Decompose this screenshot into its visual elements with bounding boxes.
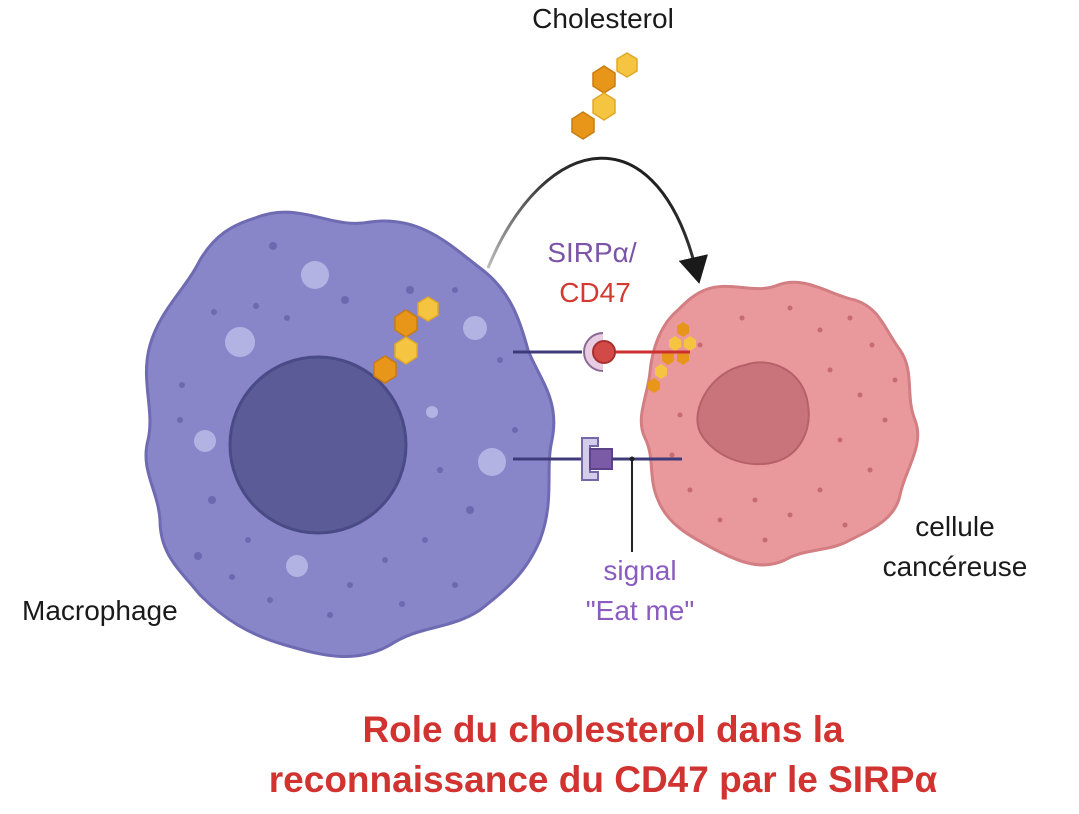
cd47-ligand <box>592 340 616 364</box>
macrophage-label: Macrophage <box>22 595 178 626</box>
cancer-cell-label-line2: cancéreuse <box>883 551 1028 582</box>
cancer-granules <box>669 305 898 543</box>
cancer-cell <box>639 280 920 567</box>
cholesterol-cluster-cancer <box>648 322 696 393</box>
title-line1: Role du cholesterol dans la <box>362 709 844 750</box>
eat-me-signal-complex <box>513 437 682 552</box>
title-line2: reconnaissance du CD47 par le SIRPα <box>269 759 938 800</box>
macrophage-granules <box>177 242 518 618</box>
cholesterol-molecule-free <box>571 52 638 140</box>
signal-label-line2: "Eat me" <box>586 595 695 626</box>
sirp-cd47-complex <box>513 332 690 372</box>
macrophage-cell <box>144 210 556 658</box>
cholesterol-label: Cholesterol <box>532 3 674 34</box>
signal-label-line1: signal <box>603 555 676 586</box>
cholesterol-molecule-membrane <box>373 296 439 384</box>
cancer-nucleus <box>696 361 810 466</box>
cancer-cell-label-line1: cellule <box>915 511 994 542</box>
macrophage-vesicles <box>194 261 506 577</box>
macrophage-nucleus <box>228 355 408 535</box>
cd47-label: CD47 <box>559 277 631 308</box>
eat-me-ligand <box>589 448 613 470</box>
transfer-arrow <box>486 156 708 284</box>
sirp-label: SIRPα/ <box>547 237 637 268</box>
